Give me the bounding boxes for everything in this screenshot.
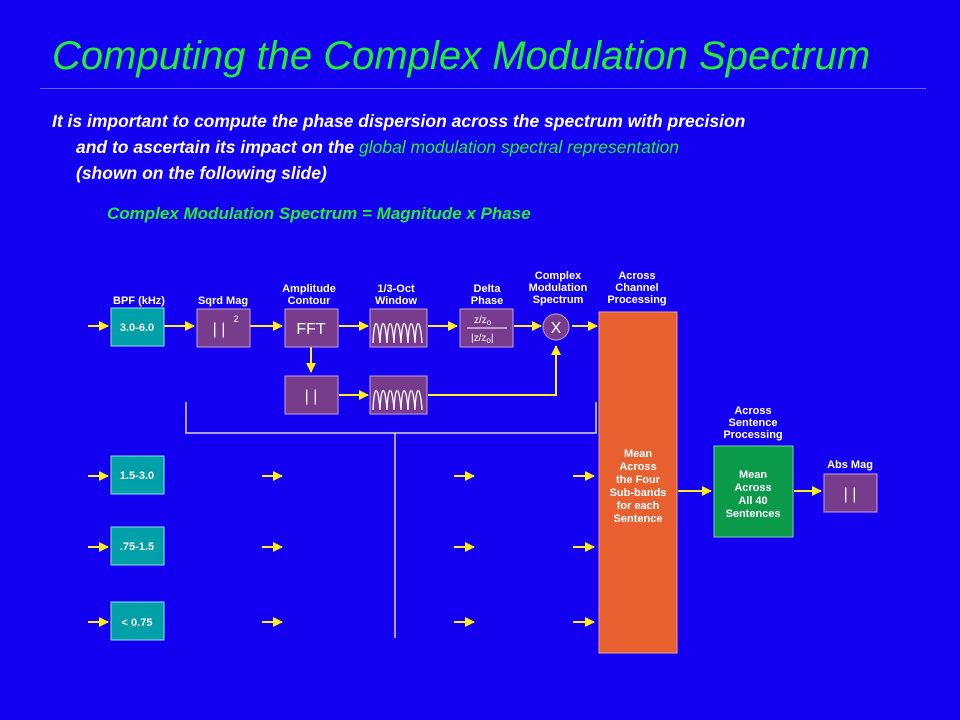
oct-window-curve-top [372, 322, 423, 344]
mean-channel-line-3: the Four [616, 474, 661, 486]
bpf-label-band-1: 3.0-6.0 [120, 322, 154, 334]
body-line-2-highlight: global modulation spectral representatio… [358, 137, 680, 157]
multiply-node [542, 313, 570, 341]
body-line-2: and to ascertain its impact on the globa… [52, 134, 932, 160]
abs-mag-bars: | | [844, 486, 857, 503]
delta-phase-numerator-text: z/z [474, 315, 487, 326]
delta-phase-denominator-bar: | [491, 333, 494, 344]
connector-lines [185, 402, 597, 638]
body-line-2-start: and to ascertain its impact on the [76, 137, 359, 157]
header-amplitude: Amplitude [282, 283, 336, 295]
mean-sentence-line-2: Across [734, 482, 771, 494]
header-window: Window [375, 295, 417, 307]
header-sqrd-mag: Sqrd Mag [198, 295, 248, 307]
multiply-symbol: X [551, 320, 562, 337]
magnitude-box [284, 375, 339, 415]
bpf-label-band-2: 1.5-3.0 [120, 470, 154, 482]
header-bpf: BPF (kHz) [113, 295, 165, 307]
oct-window-curve-bottom [372, 389, 423, 411]
flow-arrows [88, 321, 822, 627]
delta-phase-denominator: |z/zo| [471, 333, 493, 345]
mean-channel-line-4: Sub-bands [610, 487, 667, 499]
header-across-channel-1: Across [618, 270, 655, 282]
header-contour: Contour [288, 295, 331, 307]
header-abs-mag: Abs Mag [827, 459, 873, 471]
header-oct: 1/3-Oct [377, 283, 415, 295]
header-across-sentence-3: Processing [723, 429, 782, 441]
body-line-3: (shown on the following slide) [76, 163, 327, 183]
mean-channel-line-5: for each [617, 500, 660, 512]
bpf-box-band-4 [110, 601, 165, 641]
body-line-1: It is important to compute the phase dis… [52, 111, 746, 131]
mean-sentence-line-3: All 40 [738, 495, 767, 507]
slide-title: Computing the Complex Modulation Spectru… [52, 34, 871, 78]
bpf-label-band-3: .75-1.5 [120, 541, 154, 553]
across-channel-mean-box [598, 311, 678, 654]
header-across-channel-2: Channel [615, 282, 658, 294]
fft-box [284, 308, 339, 348]
header-across-sentence-1: Across [734, 405, 771, 417]
delta-phase-denominator-text: |z/z [471, 333, 486, 344]
mean-channel-line-2: Across [619, 461, 656, 473]
delta-phase-denominator-sub: o [486, 336, 491, 345]
sqrd-mag-box [196, 308, 251, 348]
mean-channel-line-6: Sentence [614, 513, 663, 525]
abs-mag-box [823, 473, 878, 513]
bpf-label-band-4: < 0.75 [122, 617, 153, 629]
header-phase: Phase [471, 295, 503, 307]
header-across-sentence-2: Sentence [729, 417, 778, 429]
across-sentence-mean-box [713, 445, 794, 538]
sqrd-mag-exponent: 2 [233, 314, 238, 324]
mean-sentence-line-1: Mean [739, 469, 767, 481]
bpf-box-band-2 [110, 455, 165, 495]
body-paragraph: It is important to compute the phase dis… [52, 108, 932, 186]
header-across-channel-3: Processing [607, 294, 666, 306]
arrow-window-multiply [428, 345, 561, 396]
magnitude-bars: | | [305, 388, 318, 405]
header-delta: Delta [474, 283, 502, 295]
bpf-box-band-3 [110, 526, 165, 566]
header-spectrum: Spectrum [533, 294, 584, 306]
mean-sentence-line-4: Sentences [725, 508, 780, 520]
bpf-box-band-1 [110, 307, 165, 347]
fft-label: FFT [296, 321, 326, 338]
mean-channel-line-1: Mean [624, 448, 652, 460]
sqrd-mag-bars: | | [213, 321, 226, 338]
delta-phase-numerator-sub: o [487, 318, 492, 327]
header-complex: Complex [535, 270, 582, 282]
delta-phase-numerator: z/zo [474, 315, 492, 327]
header-modulation: Modulation [529, 282, 588, 294]
connector-outline [185, 402, 597, 434]
formula-text: Complex Modulation Spectrum = Magnitude … [107, 204, 531, 223]
title-divider [40, 88, 926, 89]
